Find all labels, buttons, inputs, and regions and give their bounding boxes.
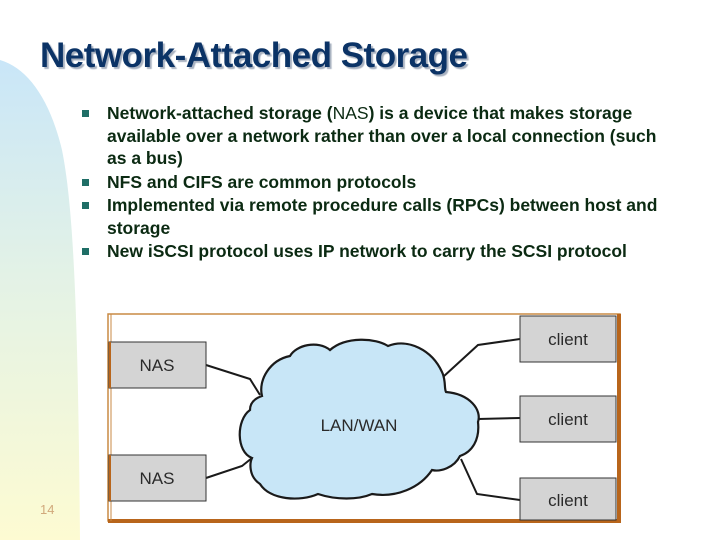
bullet-text: Implemented via remote procedure calls (… — [107, 195, 658, 238]
client-node-label: client — [548, 410, 588, 429]
bullet-text: New iSCSI protocol uses IP network to ca… — [107, 241, 627, 261]
bullet-item: Network-attached storage (NAS) is a devi… — [80, 102, 660, 170]
client-node: client — [519, 395, 617, 443]
client-node: client — [519, 477, 617, 521]
bullet-text: NFS and CIFS are common protocols — [107, 171, 417, 192]
bullet-marker-icon — [82, 202, 89, 209]
bullet-marker-icon — [82, 178, 89, 186]
bullet-marker-icon — [82, 110, 89, 117]
client-node-label: client — [548, 330, 588, 349]
connector-line — [442, 338, 521, 378]
slide-title: Network-Attached Storage — [40, 36, 468, 75]
connector-line — [477, 417, 521, 420]
bullet-text-part: ) is a device that makes storage availab… — [107, 103, 657, 168]
bullet-list: Network-attached storage (NAS) is a devi… — [80, 102, 660, 264]
bullet-text-nas: NAS — [332, 103, 369, 123]
client-node-label: client — [548, 491, 588, 510]
bullet-item: New iSCSI protocol uses IP network to ca… — [80, 240, 660, 263]
connector-line — [460, 458, 521, 501]
client-node: client — [519, 315, 617, 363]
network-label: LAN/WAN — [321, 416, 398, 435]
nas-node: NAS — [108, 454, 207, 502]
nas-node: NAS — [108, 341, 207, 389]
bullet-item: Implemented via remote procedure calls (… — [80, 194, 660, 239]
connector-line — [205, 364, 261, 396]
bullet-marker-icon — [82, 248, 89, 255]
nas-node-label: NAS — [140, 356, 175, 375]
lan-wan-cloud — [238, 338, 480, 500]
bullet-text-part: Network-attached storage ( — [107, 103, 333, 123]
slide-number: 14 — [40, 502, 55, 517]
bullet-item: NFS and CIFS are common protocols — [80, 171, 660, 194]
connector-line — [205, 457, 253, 479]
nas-node-label: NAS — [140, 469, 175, 488]
